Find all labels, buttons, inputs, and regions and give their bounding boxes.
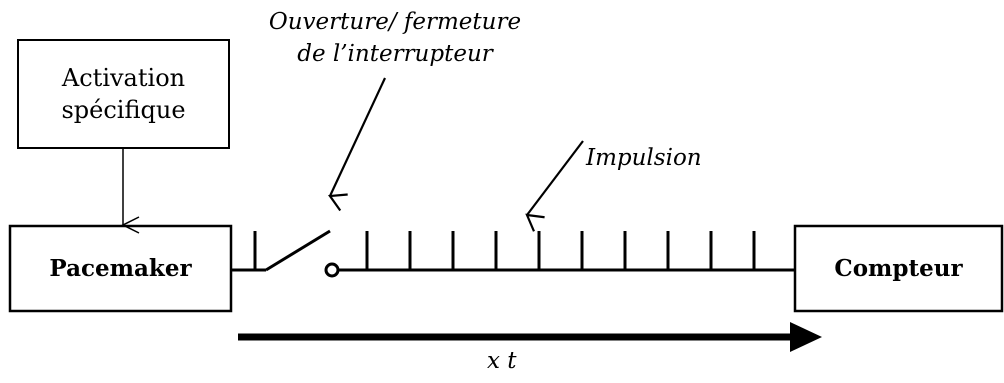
pulse-ticks <box>365 231 756 270</box>
switch-annotation-line-2: de l’interrupteur <box>297 41 493 67</box>
compteur-box <box>793 224 1004 313</box>
pulse-annotation: Impulsion <box>586 145 702 171</box>
activation-box-label: Activation spécifique <box>18 40 229 148</box>
activation-line-1: Activation <box>61 64 186 92</box>
switch-contact <box>324 262 340 278</box>
switch-annotation-arrow <box>330 77 386 196</box>
switch-annotation: Ouverture/ fermeture de l’interrupteur <box>245 6 545 70</box>
compteur-label: Compteur <box>834 255 963 282</box>
time-axis-label: x t <box>487 348 517 374</box>
pacemaker-label: Pacemaker <box>49 255 192 282</box>
switch-blade <box>265 229 331 272</box>
pulse-annotation-arrow <box>527 140 584 215</box>
time-axis-arrowhead <box>790 322 822 352</box>
activation-line-2: spécifique <box>61 96 186 124</box>
switch-annotation-line-1: Ouverture/ fermeture <box>268 9 522 35</box>
